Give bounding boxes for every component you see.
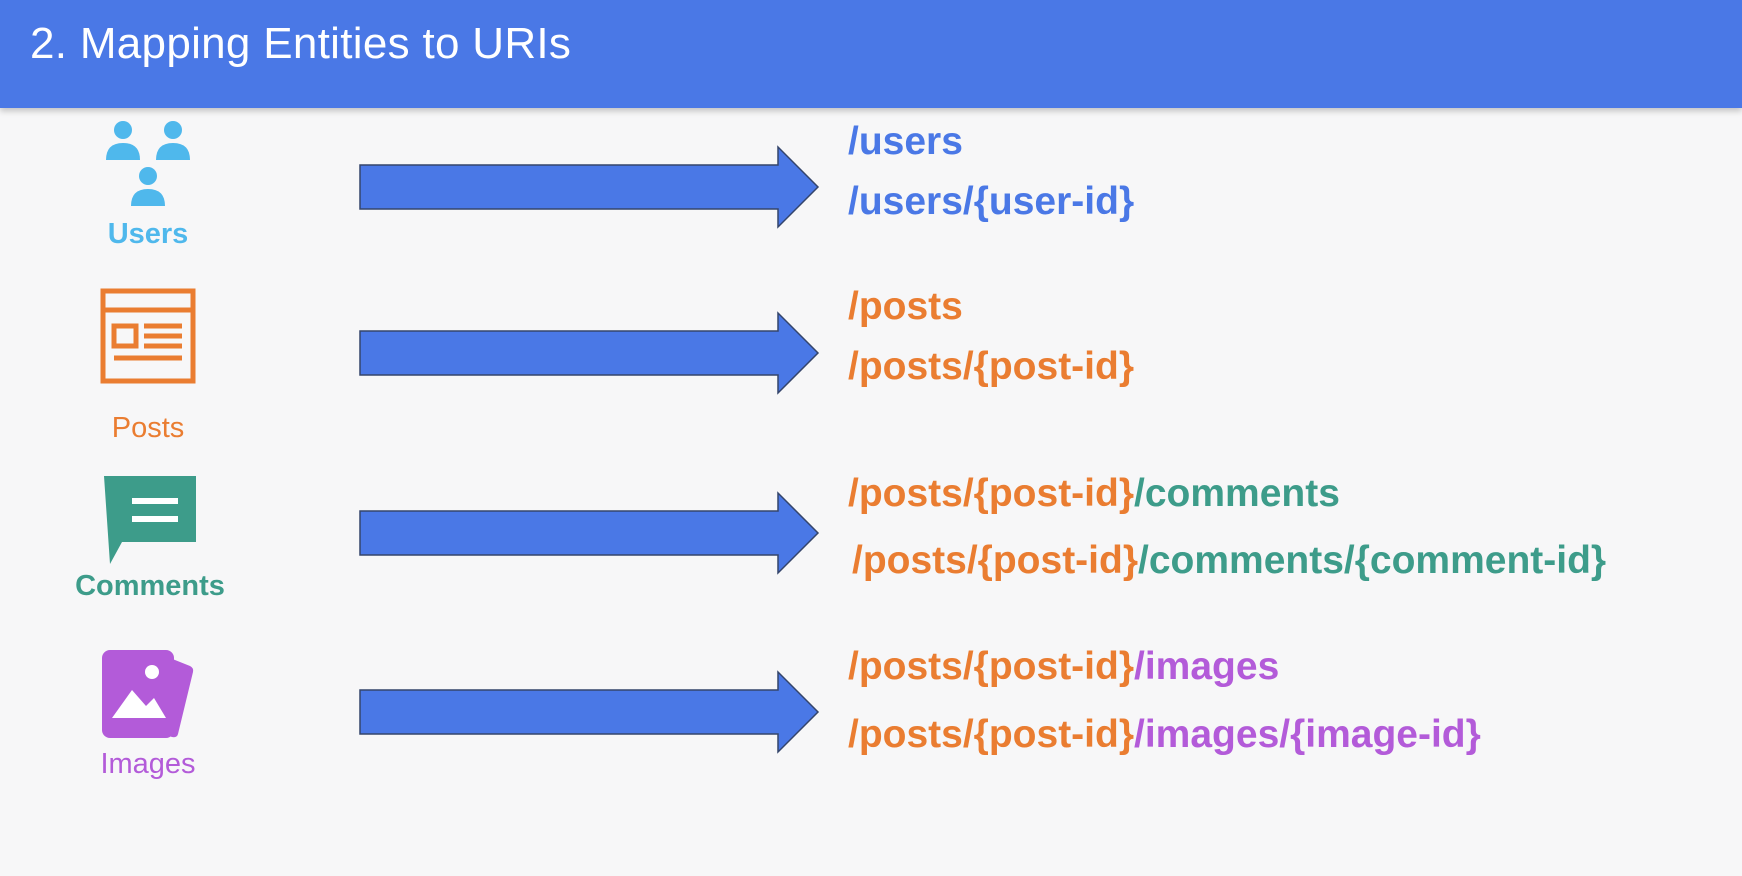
uri-posts-item: /posts/{post-id} bbox=[848, 345, 1134, 389]
uri-users-collection: /users bbox=[848, 120, 963, 164]
uri-segment: /users bbox=[848, 120, 963, 163]
users-group-icon bbox=[106, 121, 190, 206]
uri-images-collection: /posts/{post-id}/images bbox=[848, 645, 1279, 689]
arrow-comments bbox=[359, 491, 820, 575]
uri-segment: /posts/{post-id} bbox=[848, 472, 1135, 515]
uri-comments-item: /posts/{post-id}/comments/{comment-id} bbox=[852, 539, 1606, 583]
arrow-users bbox=[359, 145, 820, 229]
entity-label-comments: Comments bbox=[75, 570, 225, 602]
entity-images: Images bbox=[68, 646, 228, 781]
entity-posts: Posts bbox=[68, 288, 228, 445]
uri-comments-collection: /posts/{post-id}/comments bbox=[848, 472, 1340, 516]
entity-users: Users bbox=[68, 118, 228, 251]
title-bar: 2. Mapping Entities to URIs bbox=[0, 0, 1742, 108]
uri-segment: /images bbox=[1134, 645, 1280, 688]
uri-images-item: /posts/{post-id}/images/{image-id} bbox=[848, 713, 1481, 757]
page-title: 2. Mapping Entities to URIs bbox=[30, 19, 572, 68]
uri-segment: /images/{image-id} bbox=[1134, 713, 1481, 756]
image-gallery-icon bbox=[102, 650, 194, 738]
article-icon bbox=[100, 288, 196, 384]
arrow-images bbox=[359, 670, 820, 754]
uri-segment: /comments bbox=[1134, 472, 1340, 515]
uri-segment: /comments/{comment-id} bbox=[1138, 539, 1607, 582]
uri-posts-collection: /posts bbox=[848, 285, 963, 329]
arrow-posts bbox=[359, 311, 820, 395]
uri-segment: /posts bbox=[848, 285, 963, 328]
uri-segment: /users/{user-id} bbox=[848, 180, 1135, 223]
uri-segment: /posts/{post-id} bbox=[848, 645, 1135, 688]
uri-segment: /posts/{post-id} bbox=[852, 539, 1139, 582]
uri-segment: /posts/{post-id} bbox=[848, 713, 1135, 756]
uri-users-item: /users/{user-id} bbox=[848, 180, 1134, 224]
entity-label-images: Images bbox=[100, 748, 196, 780]
entity-comments: Comments bbox=[60, 472, 240, 603]
entity-label-posts: Posts bbox=[111, 412, 185, 444]
entity-label-users: Users bbox=[107, 218, 189, 250]
uri-segment: /posts/{post-id} bbox=[848, 345, 1135, 388]
comment-bubble-icon bbox=[104, 476, 196, 564]
